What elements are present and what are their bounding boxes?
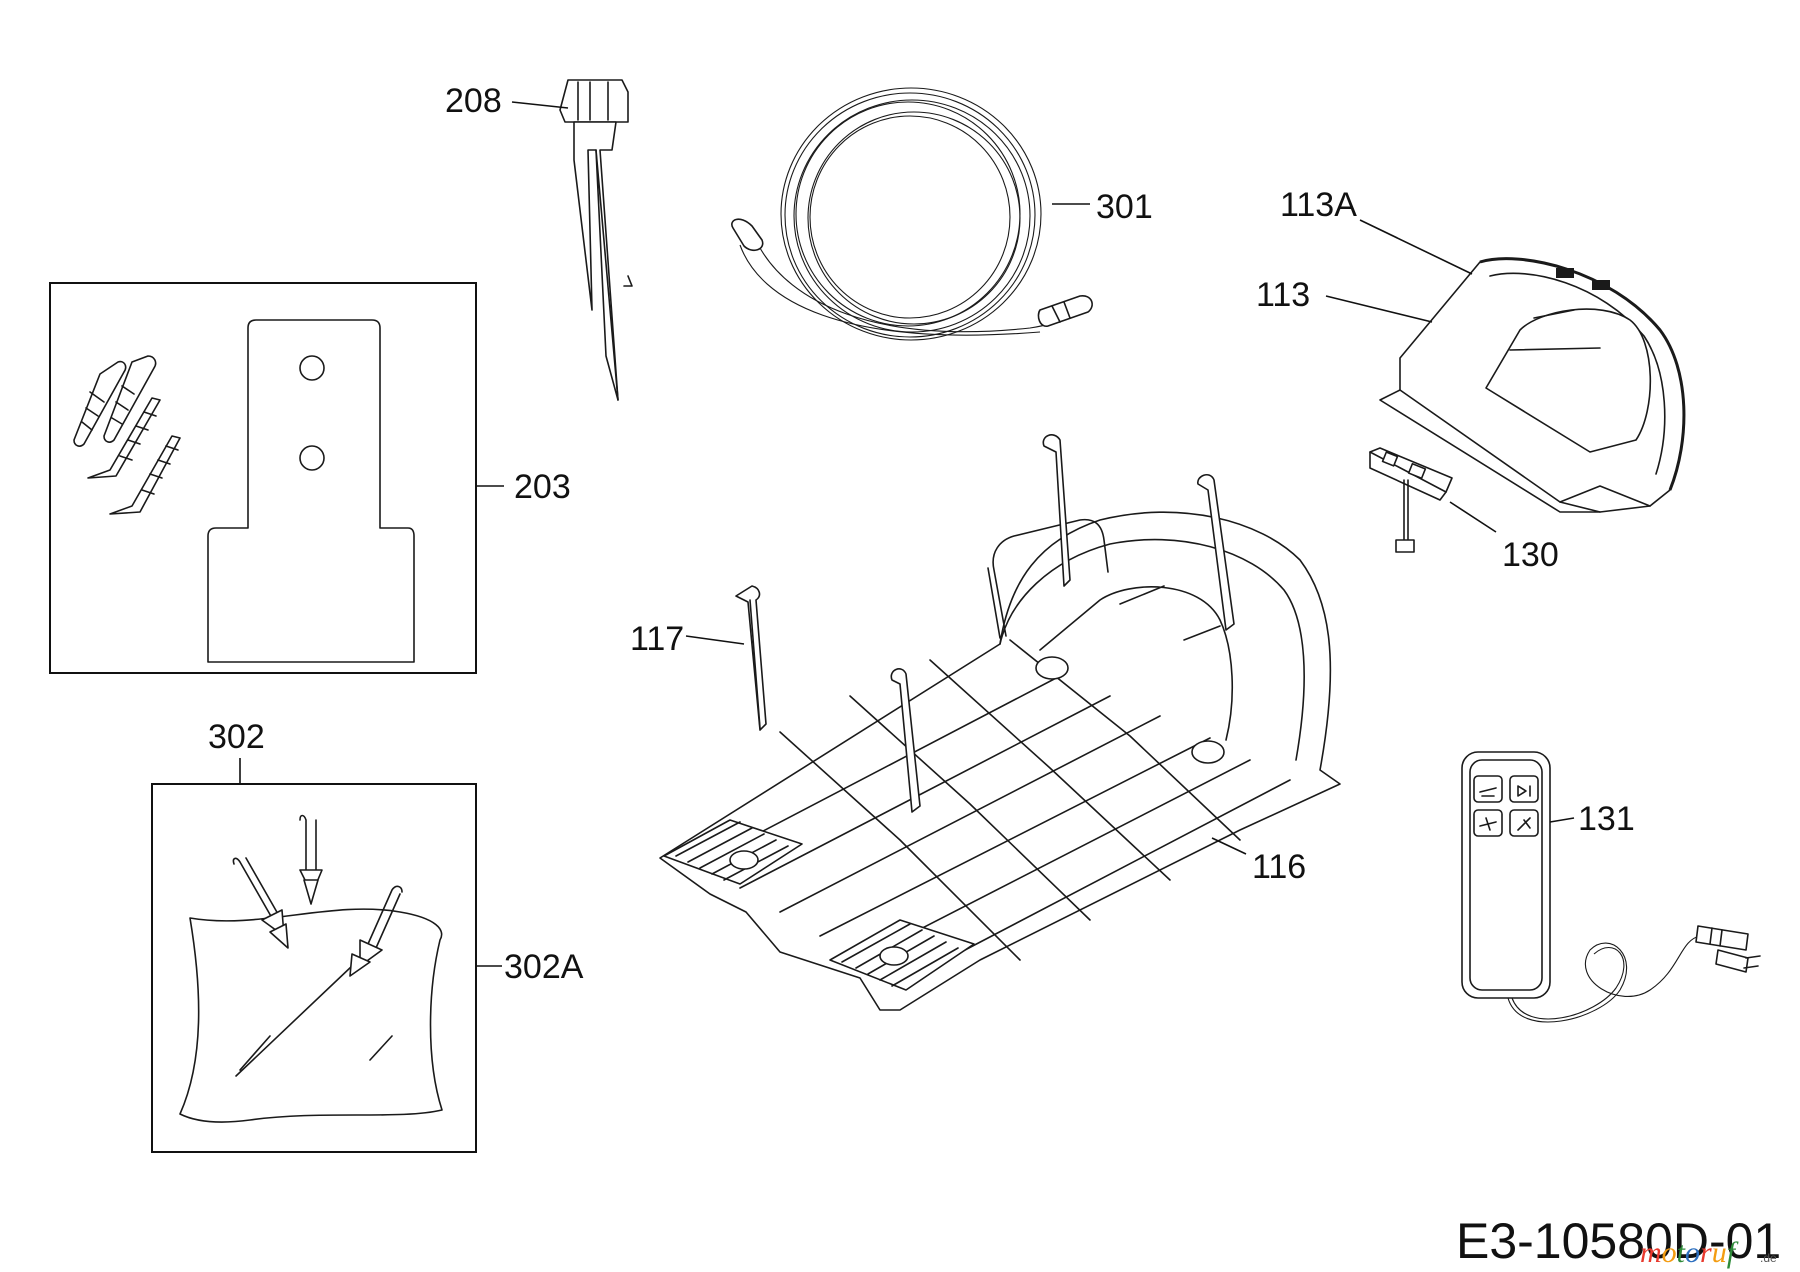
part-302-hook-bag <box>179 814 443 1123</box>
label-301: 301 <box>1096 188 1153 226</box>
watermark-suffix: .de <box>1760 1251 1777 1265</box>
label-116: 116 <box>1252 848 1306 886</box>
leader-113 <box>1325 295 1433 323</box>
leader-113A <box>1359 219 1473 275</box>
part-116-base-plate <box>659 434 1341 1011</box>
label-302: 302 <box>208 718 265 756</box>
part-117-peg <box>735 585 767 731</box>
leader-116 <box>1211 837 1247 855</box>
label-131: 131 <box>1578 800 1635 838</box>
part-113-cover <box>1379 257 1686 513</box>
part-130-circuit-board <box>1369 447 1453 553</box>
label-208: 208 <box>445 82 502 120</box>
box-302 <box>151 783 477 1153</box>
label-113: 113 <box>1256 276 1310 314</box>
part-203-mounting-kit <box>73 319 415 663</box>
leader-131 <box>1549 817 1575 823</box>
drawing-number: E3-10580D-01 <box>1456 1213 1781 1269</box>
leader-208 <box>511 101 569 109</box>
label-302A: 302A <box>504 948 584 986</box>
leader-117 <box>685 635 745 645</box>
label-113A: 113A <box>1280 186 1357 224</box>
label-117: 117 <box>630 620 684 658</box>
part-131-remote-control <box>1461 751 1761 1023</box>
label-203: 203 <box>514 468 571 506</box>
part-301-wire-coil <box>731 87 1093 341</box>
leader-130 <box>1449 501 1497 533</box>
box-203 <box>49 282 477 674</box>
watermark-text: motoruf <box>1640 1236 1739 1269</box>
part-208-peg <box>559 79 633 401</box>
label-130: 130 <box>1502 536 1559 574</box>
